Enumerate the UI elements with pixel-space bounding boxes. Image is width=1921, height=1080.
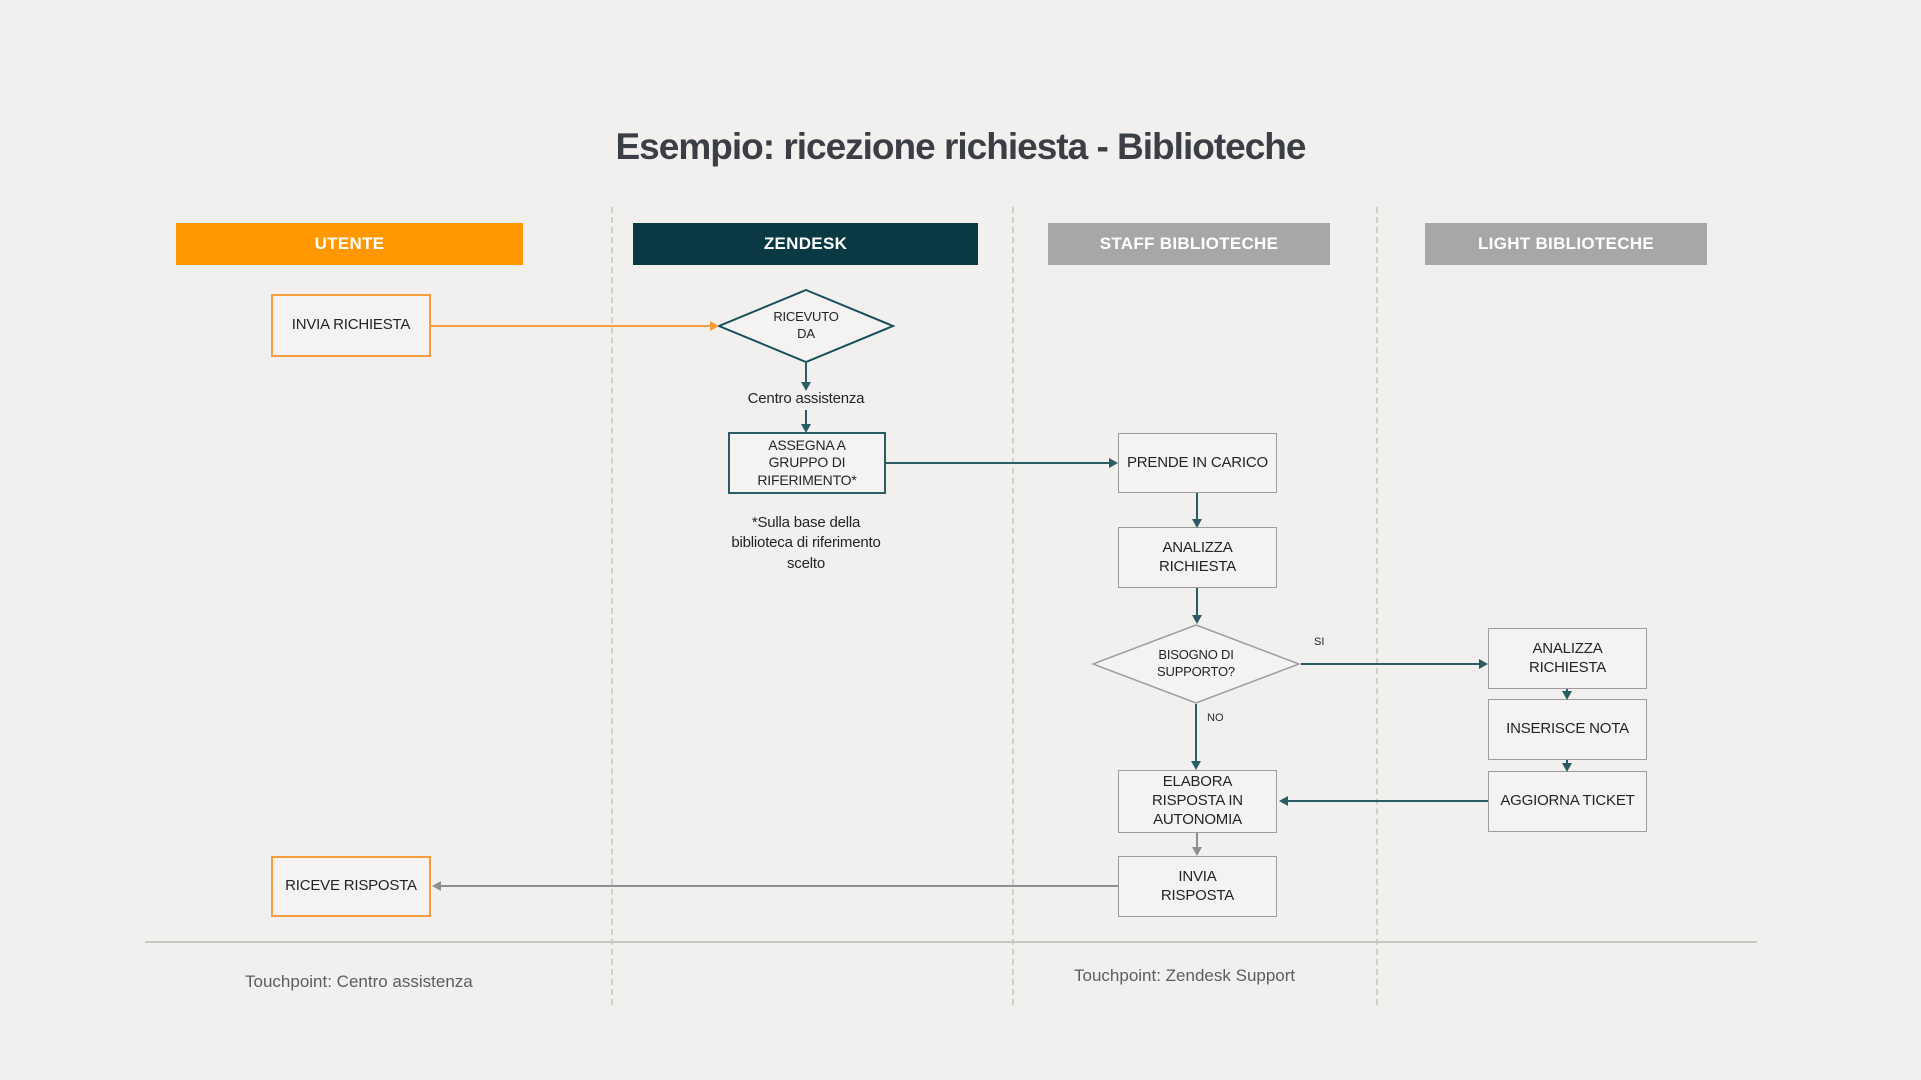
bisogno-supporto-diamond-shape [1091,624,1301,704]
node-riceve-risposta: RICEVE RISPOSTA [271,856,431,917]
node-ricevuto-da: RICEVUTO DA [717,289,895,363]
node-inserisce-nota-label: INSERISCE NOTA [1506,720,1629,738]
lane-header-light-label: LIGHT BIBLIOTECHE [1477,234,1655,253]
node-bisogno-supporto: BISOGNO DI SUPPORTO? [1091,624,1301,704]
label-si: SI [1314,636,1325,648]
node-inserisce-nota: INSERISCE NOTA [1488,699,1647,760]
arrow-invia-risposta-to-riceve-risposta [432,881,1118,891]
touchpoint-zendesk-support: Touchpoint: Zendesk Support [1074,966,1296,985]
lane-header-utente-label: UTENTE [314,234,385,253]
page-title: Esempio: ricezione richiesta - Bibliotec… [615,126,1307,167]
node-invia-risposta: INVIA RISPOSTA [1118,856,1277,917]
lane-header-utente: UTENTE [176,223,523,265]
node-riceve-risposta-label: RICEVE RISPOSTA [285,877,417,895]
node-assegna-gruppo: ASSEGNA A GRUPPO DI RIFERIMENTO* [728,432,886,494]
node-analizza-richiesta-light-label: ANALIZZA RICHIESTA [1528,639,1607,676]
footer-divider [145,941,1757,943]
node-elabora-risposta-label: ELABORA RISPOSTA IN AUTONOMIA [1152,773,1243,828]
node-invia-richiesta: INVIA RICHIESTA [271,294,431,357]
touchpoint-centro-assistenza: Touchpoint: Centro assistenza [245,972,473,991]
node-analizza-richiesta-staff-label: ANALIZZA RICHIESTA [1158,538,1237,575]
ricevuto-da-diamond-shape [717,289,895,363]
arrow-ricevuto-da-to-centro-assistenza [801,363,811,391]
arrow-bisogno-si-to-analizza-light [1301,659,1488,669]
node-elabora-risposta: ELABORA RISPOSTA IN AUTONOMIA [1118,770,1277,833]
lane-header-staff-biblioteche: STAFF BIBLIOTECHE [1048,223,1330,265]
node-aggiorna-ticket-label: AGGIORNA TICKET [1500,792,1635,810]
node-assegna-gruppo-label: ASSEGNA A GRUPPO DI RIFERIMENTO* [757,436,857,488]
node-analizza-richiesta-light: ANALIZZA RICHIESTA [1488,628,1647,689]
arrow-analizza-to-bisogno [1192,588,1202,624]
lane-header-zendesk: ZENDESK [633,223,978,265]
label-footnote: *Sulla base della biblioteca di riferime… [731,514,881,572]
arrow-prende-to-analizza [1192,493,1202,528]
lane-header-zendesk-label: ZENDESK [763,234,848,253]
arrow-aggiorna-ticket-to-elabora [1279,796,1488,806]
lane-separator-1 [611,207,613,1005]
label-no: NO [1207,712,1224,724]
lane-header-light-biblioteche: LIGHT BIBLIOTECHE [1425,223,1707,265]
arrow-inserisce-nota-to-aggiorna-ticket [1562,760,1572,772]
lane-separator-3 [1376,207,1378,1005]
arrow-assegna-to-prende-in-carico [886,458,1118,468]
node-analizza-richiesta-staff: ANALIZZA RICHIESTA [1118,527,1277,588]
label-centro-assistenza: Centro assistenza [747,390,865,407]
arrow-centro-assistenza-to-assegna [801,410,811,433]
node-invia-risposta-label: INVIA RISPOSTA [1160,867,1235,904]
lane-separator-2 [1012,207,1014,1005]
arrow-elabora-to-invia-risposta [1192,833,1202,856]
node-invia-richiesta-label: INVIA RICHIESTA [291,316,411,334]
node-aggiorna-ticket: AGGIORNA TICKET [1488,771,1647,832]
arrow-invia-richiesta-to-ricevuto-da [431,321,719,331]
node-prende-in-carico-label: PRENDE IN CARICO [1127,453,1268,471]
arrow-bisogno-no-to-elabora [1191,704,1201,770]
node-bisogno-supporto-label: BISOGNO DI SUPPORTO? [1157,647,1235,679]
lane-header-staff-label: STAFF BIBLIOTECHE [1099,234,1279,253]
arrow-analizza-light-to-inserisce-nota [1562,689,1572,700]
node-prende-in-carico: PRENDE IN CARICO [1118,433,1277,493]
node-ricevuto-da-label: RICEVUTO DA [773,309,839,341]
